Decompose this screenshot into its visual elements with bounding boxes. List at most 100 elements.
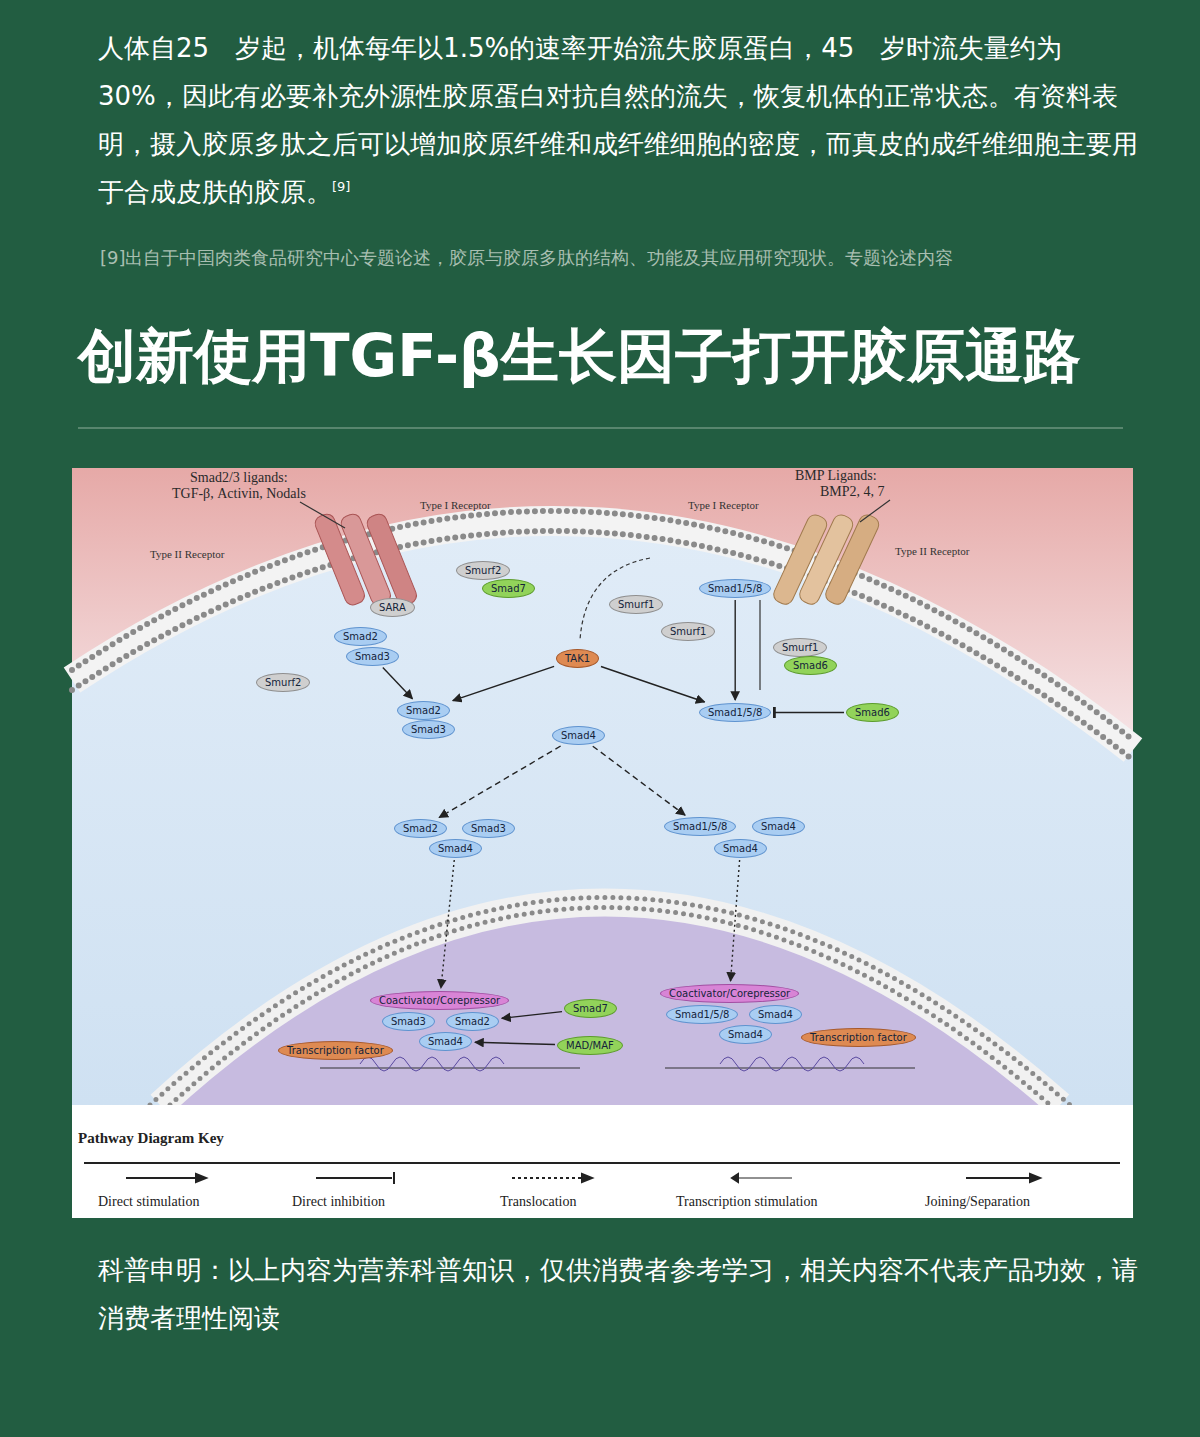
protein-oval: Smad3 <box>402 720 455 739</box>
protein-oval: Smad4 <box>429 839 482 858</box>
cell-membrane <box>72 521 1133 750</box>
node-text: Smad1/5/8 <box>708 583 762 594</box>
node-text: Smad1/5/8 <box>673 821 727 832</box>
connector <box>734 600 735 700</box>
node-text: Coactivator/Corepressor <box>379 995 500 1006</box>
receptor-label: Type I Receptor <box>420 499 491 511</box>
kinase-oval: Transcription factor <box>801 1028 916 1047</box>
membrane-dots <box>150 898 1070 1106</box>
node-text: Transcription factor <box>287 1045 384 1056</box>
legend-text: Direct inhibition <box>292 1194 385 1210</box>
protein-oval: Smad2 <box>397 701 450 720</box>
protein-oval: Smad4 <box>719 1025 772 1044</box>
inhibitor-oval: Smad7 <box>564 999 617 1018</box>
kinase-oval: Transcription factor <box>278 1041 393 1060</box>
ligand-label: TGF-β, Activin, Nodals <box>172 486 306 502</box>
protein-oval: Smad4 <box>749 1005 802 1024</box>
node-text: Smad4 <box>428 1036 463 1047</box>
connector <box>441 860 454 988</box>
nuclear-membrane <box>160 903 1060 1106</box>
ligand-label: BMP Ligands: <box>795 468 877 484</box>
protein-oval: Smad3 <box>462 819 515 838</box>
node-text: Smurf1 <box>618 599 654 610</box>
protein-oval: Smad3 <box>382 1012 435 1031</box>
membrane-dots <box>170 908 1050 1106</box>
ubiquitin-ligase-oval: SARA <box>370 598 415 617</box>
connector <box>593 746 685 815</box>
legend-text: Joining/Separation <box>925 1194 1030 1210</box>
node-text: Smurf1 <box>782 642 818 653</box>
protein-oval: Smad4 <box>752 817 805 836</box>
node-text: TAK1 <box>565 653 590 664</box>
node-text: Smurf2 <box>265 677 301 688</box>
decor-arrows <box>150 500 920 1068</box>
nucleus <box>160 903 1060 1106</box>
receptor-label: Type II Receptor <box>150 548 224 560</box>
disclaimer-text: 科普申明：以上内容为营养科普知识，仅供消费者参考学习，相关内容不代表产品功效，请… <box>98 1246 1138 1342</box>
bmp-receptor <box>771 512 881 607</box>
protein-oval: Smad1/5/8 <box>699 579 771 598</box>
legend-text: Translocation <box>500 1194 576 1210</box>
node-text: Smad4 <box>723 843 758 854</box>
connector <box>502 1012 562 1019</box>
footnote-ref: [9] <box>332 179 350 194</box>
node-text: Smurf1 <box>670 626 706 637</box>
inhibitor-oval: Smad6 <box>784 656 837 675</box>
kinase-oval: TAK1 <box>556 649 599 668</box>
membrane-dots <box>72 531 1133 760</box>
receptor-label: Type I Receptor <box>688 499 759 511</box>
body-paragraph-block: 人体自25 岁起，机体每年以1.5%的速率开始流失胶原蛋白，45 岁时流失量约为… <box>98 24 1138 216</box>
node-text: Smad7 <box>573 1003 608 1014</box>
tgf-receptor <box>313 512 419 608</box>
divider-line <box>78 428 1123 429</box>
node-text: Smad3 <box>471 823 506 834</box>
node-text: Smad4 <box>758 1009 793 1020</box>
footnote: [9]出自于中国肉类食品研究中心专题论述，胶原与胶原多肽的结构、功能及其应用研究… <box>100 246 954 270</box>
ubiquitin-ligase-oval: Smurf2 <box>256 673 310 692</box>
page-title: 创新使用TGF-β生长因子打开胶原通路 <box>78 318 1081 396</box>
ubiquitin-ligase-oval: Smurf1 <box>773 638 827 657</box>
protein-oval: Smad2 <box>446 1012 499 1031</box>
connector <box>731 860 740 981</box>
membrane-dots <box>72 511 1133 740</box>
node-text: Smad4 <box>728 1029 763 1040</box>
connector <box>383 667 413 698</box>
legend-samples <box>126 1172 1040 1184</box>
node-text: Smad1/5/8 <box>708 707 762 718</box>
connector <box>601 667 705 702</box>
node-text: Smad2 <box>455 1016 490 1027</box>
node-text: Smad2 <box>343 631 378 642</box>
node-text: Smad7 <box>491 583 526 594</box>
node-text: Smad4 <box>761 821 796 832</box>
inhibitor-oval: MAD/MAF <box>557 1036 623 1055</box>
inhibitor-oval: Smad7 <box>482 579 535 598</box>
node-text: Coactivator/Corepressor <box>669 988 790 999</box>
node-text: Smad1/5/8 <box>675 1009 729 1020</box>
protein-oval: Smad3 <box>346 647 399 666</box>
node-text: Smad6 <box>793 660 828 671</box>
legend-text: Direct stimulation <box>98 1194 199 1210</box>
node-text: Smad3 <box>411 724 446 735</box>
ligand-label: Smad2/3 ligands: <box>190 470 288 486</box>
ubiquitin-ligase-oval: Smurf1 <box>661 622 715 641</box>
coactivator-oval: Coactivator/Corepressor <box>370 991 509 1010</box>
coactivator-oval: Coactivator/Corepressor <box>660 984 799 1003</box>
node-text: SARA <box>379 602 406 613</box>
ligand-label: BMP2, 4, 7 <box>820 484 885 500</box>
ubiquitin-ligase-oval: Smurf2 <box>456 561 510 580</box>
protein-oval: Smad1/5/8 <box>664 817 736 836</box>
inhibitor-oval: Smad6 <box>846 703 899 722</box>
key-heading: Pathway Diagram Key <box>78 1130 224 1147</box>
connector <box>453 666 554 700</box>
body-paragraph: 人体自25 岁起，机体每年以1.5%的速率开始流失胶原蛋白，45 岁时流失量约为… <box>98 33 1138 207</box>
connector <box>439 746 560 817</box>
node-text: Transcription factor <box>810 1032 907 1043</box>
receptor-label: Type II Receptor <box>895 545 969 557</box>
key-rule <box>84 1162 1120 1164</box>
ubiquitin-ligase-oval: Smurf1 <box>609 595 663 614</box>
legend-text: Transcription stimulation <box>676 1194 817 1210</box>
node-text: MAD/MAF <box>566 1040 614 1051</box>
node-text: Smad4 <box>438 843 473 854</box>
